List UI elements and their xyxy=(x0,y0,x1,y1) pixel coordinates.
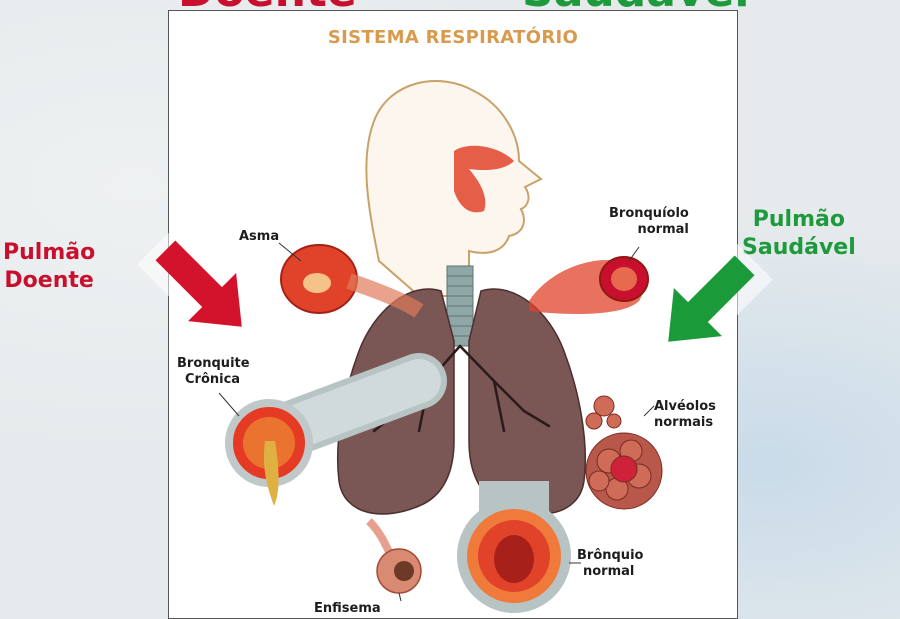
label-enfisema: Enfisema xyxy=(314,601,381,617)
diagram-card: SISTEMA RESPIRATÓRIO xyxy=(168,10,738,619)
label-asma: Asma xyxy=(239,229,279,245)
label-bronquio-normal: Brônquio normal xyxy=(577,548,643,580)
label-alveolos-normais: Alvéolos normais xyxy=(654,399,716,431)
label-bronquite-cronica: Bronquite Crônica xyxy=(177,356,250,388)
alveolos xyxy=(586,396,662,509)
head-outline xyxy=(366,81,541,296)
right-side-label: Pulmão Saudável xyxy=(742,206,856,262)
label-bronquiolo-normal: Bronquíolo normal xyxy=(609,206,689,238)
left-side-label: Pulmão Doente xyxy=(3,239,95,295)
right-lung xyxy=(469,289,585,514)
respiratory-illustration xyxy=(169,11,737,618)
